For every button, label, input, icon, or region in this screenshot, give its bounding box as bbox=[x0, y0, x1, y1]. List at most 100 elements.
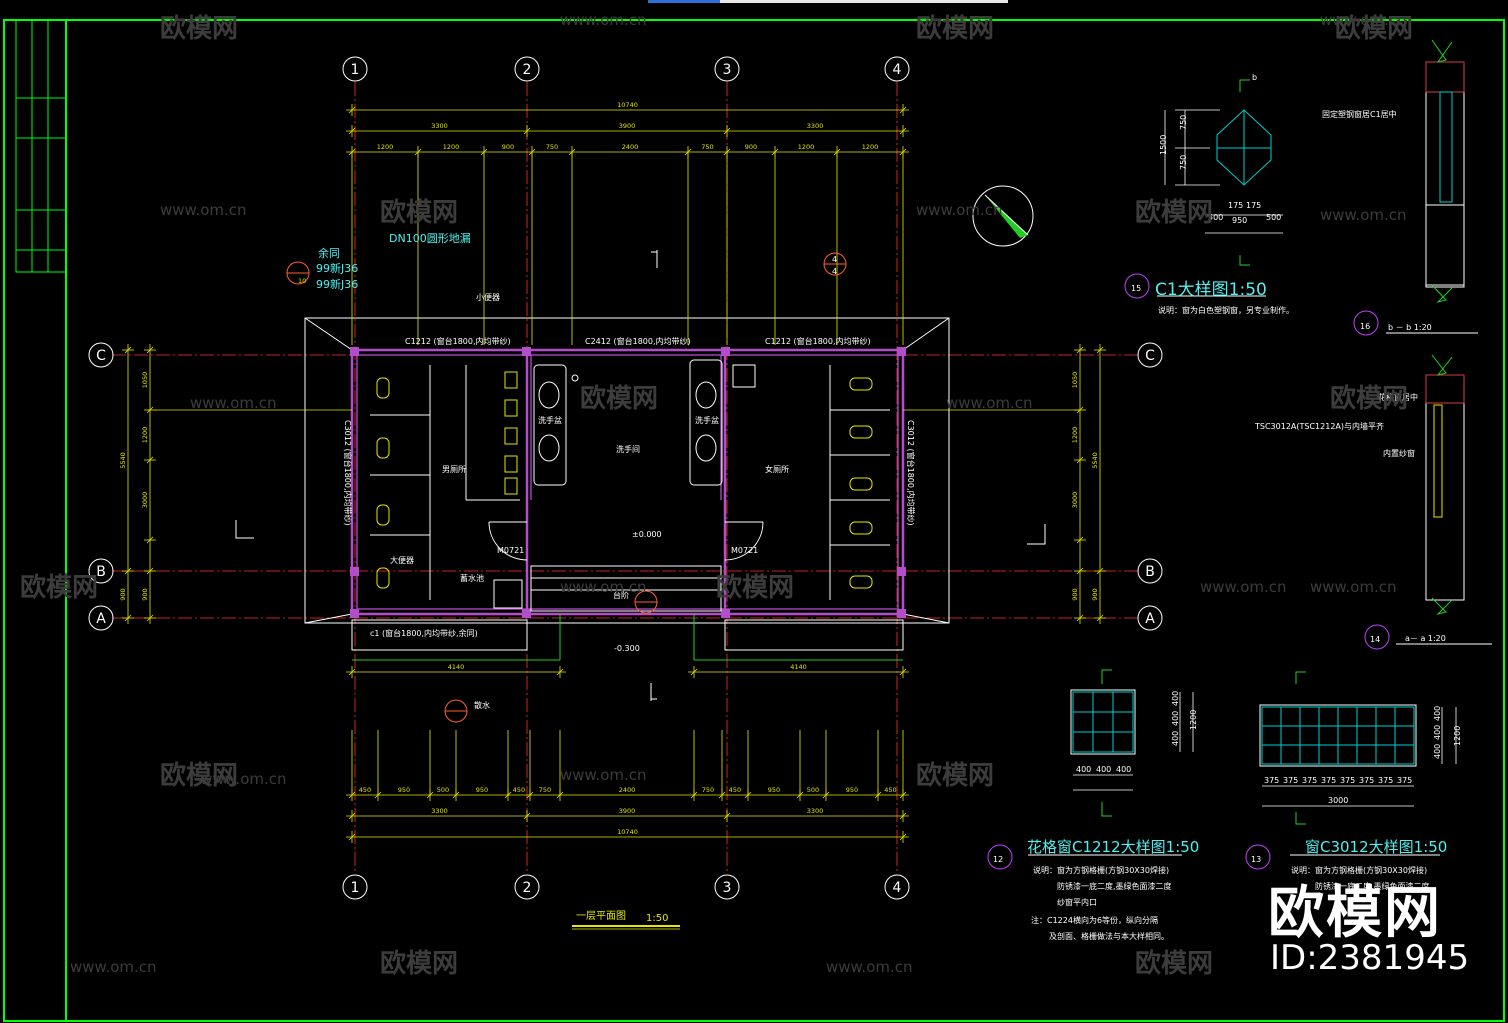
c3012-note2: 防锈漆一底二度,墨绿色面漆二度 bbox=[1315, 881, 1430, 891]
aa-section-drawing bbox=[1396, 354, 1492, 645]
watermark-url: www.om.cn bbox=[560, 11, 647, 29]
label-c3012-left: C3012 (窗台1800,内均带纱) bbox=[343, 420, 353, 526]
c1-dimw: 950 bbox=[1232, 216, 1247, 225]
dim-top-mid: 3300 bbox=[807, 122, 824, 130]
watermark-brand: 欧模网 bbox=[1135, 948, 1213, 979]
c1-note: 说明：窗为白色塑钢窗，另专业制作。 bbox=[1158, 305, 1294, 315]
axis-label-row: B bbox=[1145, 564, 1155, 580]
dim-top-detail: 1200 bbox=[862, 143, 879, 151]
c1-dim175a: 175 bbox=[1228, 201, 1243, 210]
axis-label-col: 3 bbox=[723, 62, 732, 78]
watermark-brand: 欧模网 bbox=[160, 13, 238, 44]
watermark-layer: 欧模网欧模网欧模网欧模网欧模网欧模网欧模网欧模网欧模网欧模网欧模网欧模网欧模网w… bbox=[20, 11, 1413, 979]
label-womens: 女厕所 bbox=[765, 464, 789, 474]
watermark-url: www.om.cn bbox=[1200, 578, 1287, 596]
aa-title: a－ a 1:20 bbox=[1405, 634, 1446, 643]
axis-label-col: 1 bbox=[351, 880, 360, 896]
dim-top-detail: 2400 bbox=[622, 143, 639, 151]
c3012-dim: 375 bbox=[1340, 776, 1355, 785]
bb-title: b － b 1:20 bbox=[1388, 323, 1432, 332]
c1212-note3: 纱窗平内口 bbox=[1057, 897, 1097, 907]
label-99a: 99新J36 bbox=[316, 261, 358, 275]
axis-label-col: 4 bbox=[893, 62, 902, 78]
c3012-dim-v: 400 bbox=[1433, 744, 1442, 759]
label-yutong: 余同 bbox=[318, 246, 340, 260]
dim-4140-right: 4140 bbox=[790, 663, 807, 671]
c1-dimh2: 750 bbox=[1179, 155, 1188, 170]
dim-right-inner: 3000 bbox=[1071, 492, 1079, 509]
axis-bubble bbox=[514, 56, 540, 82]
dim-top-mid: 3900 bbox=[619, 122, 636, 130]
dim-bottom-detail: 950 bbox=[846, 786, 858, 794]
c3012-dim: 375 bbox=[1283, 776, 1298, 785]
axis-bubble bbox=[714, 874, 740, 900]
dim-bottom-detail: 950 bbox=[768, 786, 780, 794]
callout-4-top: 4 bbox=[832, 255, 837, 264]
dim-right-outer: 5540 bbox=[1091, 452, 1099, 469]
c1-detail-drawing bbox=[1164, 79, 1283, 266]
c3012-dim: 375 bbox=[1359, 776, 1374, 785]
axis-label-row: B bbox=[96, 564, 106, 580]
dim-bottom-detail: 950 bbox=[398, 786, 410, 794]
dim-top-detail: 750 bbox=[546, 143, 558, 151]
callout-4-bot: 4 bbox=[832, 267, 837, 276]
axis-label-row: C bbox=[1145, 348, 1155, 364]
dim-top-total: 10740 bbox=[617, 101, 638, 109]
aa-label2: TSC3012A(TSC1212A)与内墙平齐 bbox=[1254, 421, 1384, 431]
watermark-brand: 欧模网 bbox=[916, 13, 994, 44]
dim-left-inner: 900 bbox=[141, 588, 149, 600]
dim-bottom-detail: 450 bbox=[884, 786, 896, 794]
watermark-url: www.om.cn bbox=[560, 766, 647, 784]
c1212-title: 花格窗C1212大样图1:50 bbox=[1027, 838, 1199, 856]
c1-dimside-r: 500 bbox=[1266, 213, 1281, 222]
label-door1: M0721 bbox=[497, 546, 524, 555]
axis-label-col: 4 bbox=[893, 880, 902, 896]
axis-label-row: A bbox=[1145, 611, 1155, 627]
aa-num: 14 bbox=[1370, 635, 1380, 644]
c1212-dim: 400 bbox=[1116, 765, 1131, 774]
c3012-note1: 说明：窗为方钢格栅(方钢30X30焊接) bbox=[1291, 865, 1427, 875]
c1212-dim-v: 400 bbox=[1171, 711, 1180, 726]
watermark-brand: 欧模网 bbox=[916, 760, 994, 791]
watermark-url: www.om.cn bbox=[916, 201, 1003, 219]
axis-label-row: A bbox=[96, 611, 106, 627]
c1212-dim: 400 bbox=[1096, 765, 1111, 774]
label-drain: DN100圆形地漏 bbox=[389, 232, 471, 245]
floor-plan bbox=[304, 317, 950, 661]
plan-title: 一层平面图 bbox=[576, 910, 626, 922]
aa-label1: 花格窗居中 bbox=[1378, 392, 1418, 402]
dim-bottom-total: 10740 bbox=[617, 828, 638, 836]
c1212-note5: 及剖面、格栅做法与本大样相同。 bbox=[1049, 931, 1169, 941]
watermark-url: www.om.cn bbox=[70, 958, 157, 976]
dim-top-detail: 900 bbox=[502, 143, 514, 151]
active-tab-indicator[interactable] bbox=[648, 0, 720, 3]
dim-left-inner: 1200 bbox=[141, 427, 149, 444]
axis-label-col: 2 bbox=[523, 880, 532, 896]
watermark-url: www.om.cn bbox=[1320, 206, 1407, 224]
watermark-url: www.om.cn bbox=[190, 394, 277, 412]
c1-title: C1大样图1:50 bbox=[1155, 280, 1267, 300]
c3012-dim: 375 bbox=[1397, 776, 1412, 785]
dim-right-outer: 900 bbox=[1091, 588, 1099, 600]
axis-bubble bbox=[342, 56, 368, 82]
axis-label-col: 1 bbox=[351, 62, 360, 78]
c1-dimh1: 750 bbox=[1179, 115, 1188, 130]
annotation-texts: 一层平面图 1:50 DN100圆形地漏 余同 99新J36 99新J36 10… bbox=[298, 73, 1447, 941]
label-washroom: 洗手间 bbox=[616, 444, 640, 454]
label-c1212a: C1212 (窗台1800,内均带纱) bbox=[405, 336, 511, 346]
elevation-outside: -0.300 bbox=[614, 644, 640, 653]
dim-bottom-detail: 450 bbox=[729, 786, 741, 794]
label-tank: 蓄水池 bbox=[460, 573, 484, 583]
axis-label-col: 3 bbox=[723, 880, 732, 896]
axis-bubble bbox=[88, 342, 114, 368]
watermark-brand: 欧模网 bbox=[160, 760, 238, 791]
watermark-brand: 欧模网 bbox=[1335, 13, 1413, 44]
app-tab-bar bbox=[648, 0, 1008, 3]
c3012-dim-v: 400 bbox=[1433, 706, 1442, 721]
axis-bubble bbox=[1137, 605, 1163, 631]
bb-label: 固定塑钢窗居C1居中 bbox=[1322, 109, 1397, 119]
bb-num: 16 bbox=[1360, 322, 1370, 331]
axis-bubble bbox=[884, 874, 910, 900]
